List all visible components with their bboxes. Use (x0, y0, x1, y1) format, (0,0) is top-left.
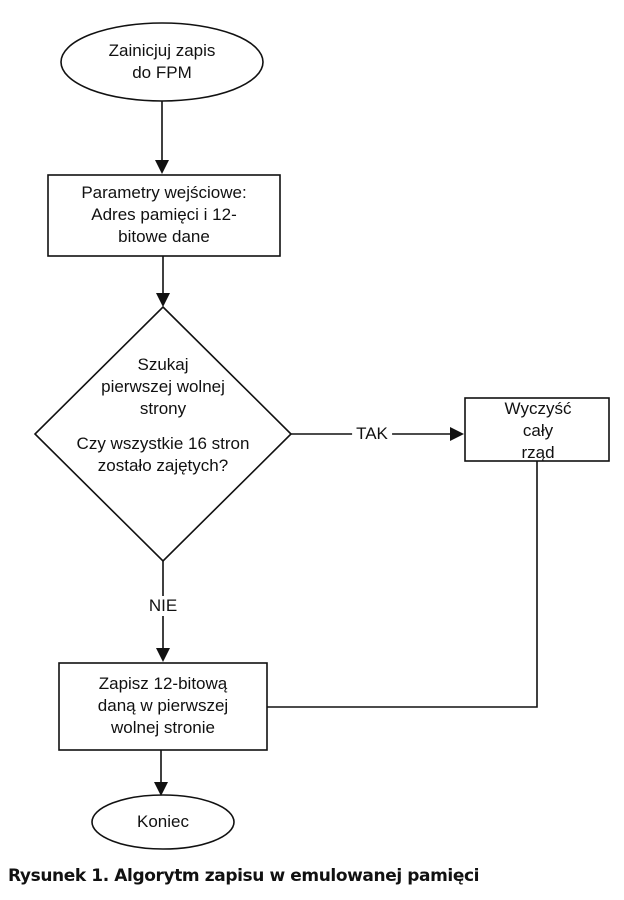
edge-label-no: NIE (144, 596, 182, 616)
clear-process-label: Wyczyść cały rząd (504, 399, 572, 462)
write-process-shape (58, 662, 268, 751)
edge-clear-to-write (267, 461, 538, 708)
arrowhead-icon (156, 648, 170, 662)
write-process-label: Zapisz 12-bitową daną w pierwszej wolnej… (97, 674, 229, 737)
arrowhead-icon (154, 782, 168, 796)
decision-search-label: Szukaj pierwszej wolnej strony (101, 355, 225, 418)
decision-question-label: Czy wszystkie 16 stron zostało zajętych? (76, 434, 250, 475)
figure-caption: Rysunek 1. Algorytm zapisu w emulowanej … (8, 866, 480, 886)
edge-label-yes: TAK (352, 424, 392, 444)
input-process-shape (47, 174, 281, 257)
flowchart (33, 22, 610, 850)
input-process-label: Parametry wejściowe: Adres pamięci i 12-… (81, 183, 247, 246)
start-terminator-label: Zainicjuj zapis do FPM (108, 41, 216, 82)
end-terminator-shape (91, 794, 235, 850)
arrowhead-icon (450, 427, 464, 441)
arrowhead-icon (155, 160, 169, 174)
end-terminator-label: Koniec (137, 812, 189, 831)
arrowhead-icon (156, 293, 170, 307)
